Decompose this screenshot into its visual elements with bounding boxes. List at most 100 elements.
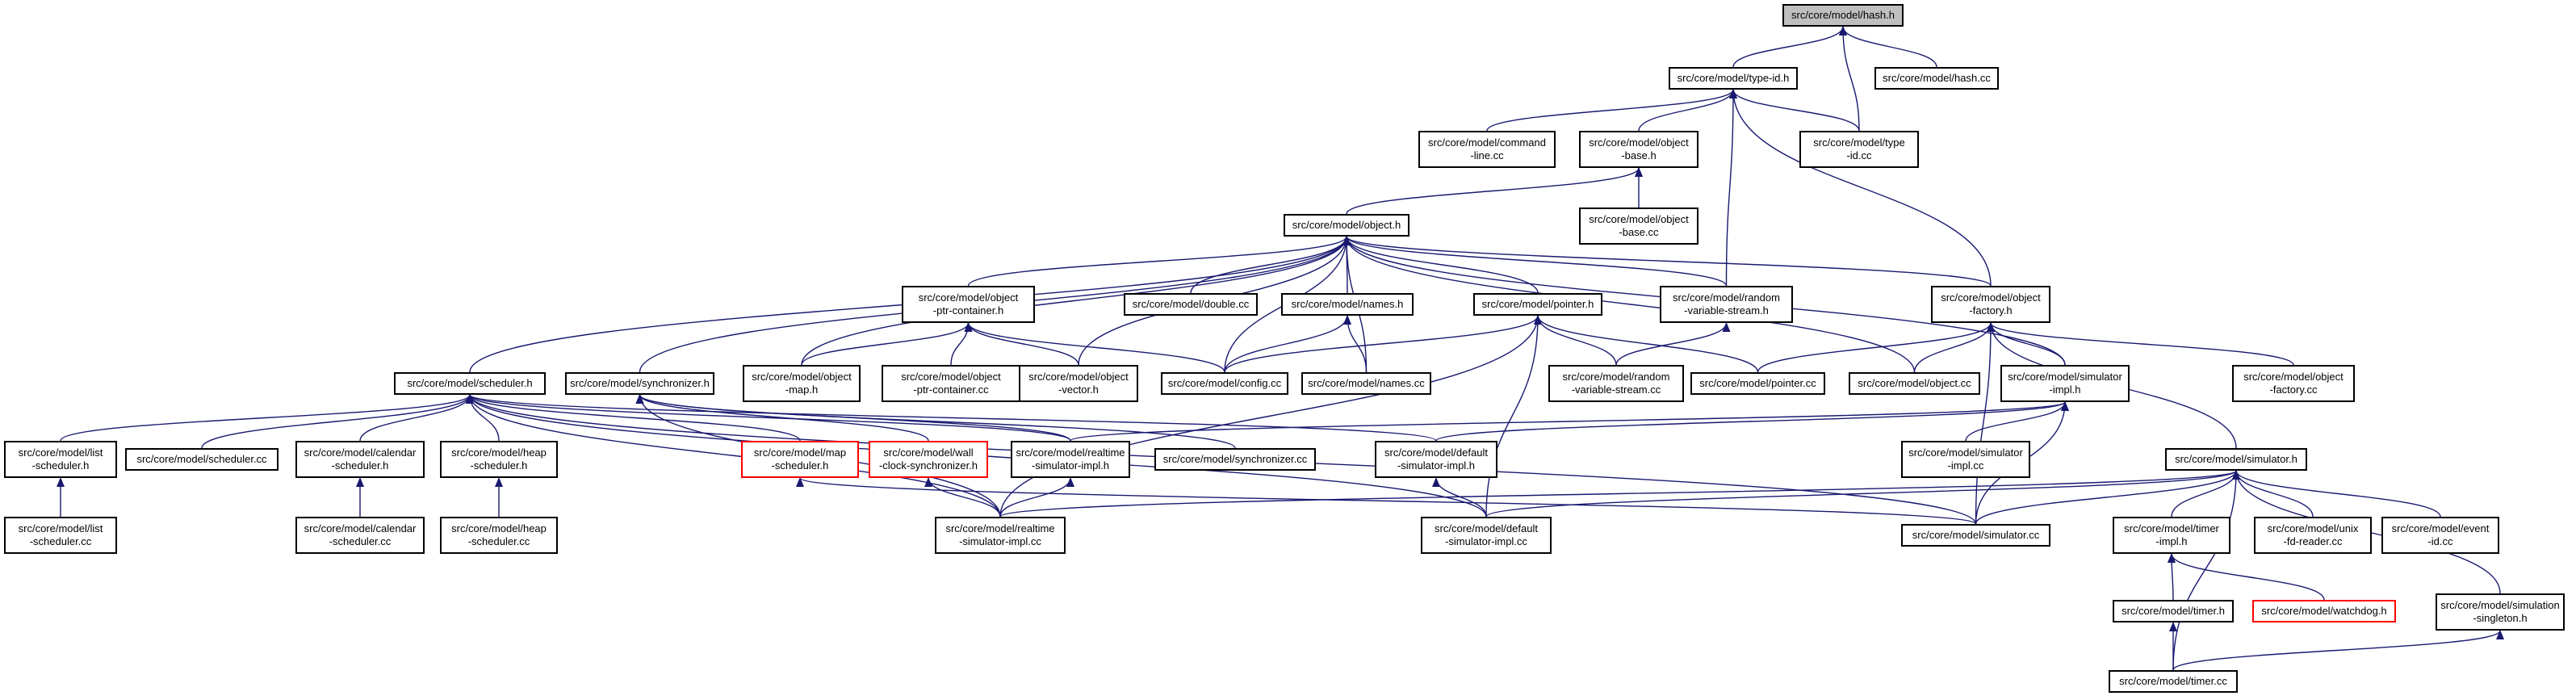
- edge-random-variable-stream-cc-to-random-variable-stream-h: [1615, 322, 1731, 366]
- edge-watchdog-h-to-timer-impl-h: [2168, 553, 2325, 601]
- edge-object-cc-to-object-factory-h: [1913, 322, 1995, 373]
- edge-object-map-h-to-object-h: [801, 236, 1351, 366]
- node-wall-clock-synchronizer-h[interactable]: src/core/model/wall -clock-synchronizer.…: [869, 441, 988, 478]
- edge-object-factory-cc-to-object-factory-h: [1987, 322, 2294, 366]
- node-simulator-impl-h[interactable]: src/core/model/simulator -impl.h: [2000, 365, 2130, 402]
- edge-pointer-cc-to-pointer-h: [1534, 315, 1759, 373]
- edge-default-simulator-impl-cc-to-pointer-h: [1485, 315, 1542, 518]
- node-object-ptr-container-cc[interactable]: src/core/model/object -ptr-container.cc: [882, 365, 1020, 402]
- edge-default-simulator-impl-cc-to-simulator-h: [1485, 470, 2240, 518]
- edge-timer-impl-h-to-simulator-h: [2171, 470, 2240, 518]
- node-simulation-singleton-h[interactable]: src/core/model/simulation -singleton.h: [2436, 593, 2565, 631]
- edge-realtime-simulator-impl-cc-to-pointer-h: [999, 315, 1542, 518]
- edge-names-cc-to-names-h: [1343, 315, 1368, 373]
- node-double-cc[interactable]: src/core/model/double.cc: [1124, 293, 1258, 316]
- node-unix-fd-reader-cc[interactable]: src/core/model/unix -fd-reader.cc: [2254, 517, 2372, 554]
- node-type-id-cc[interactable]: src/core/model/type -id.cc: [1799, 131, 1919, 168]
- node-list-scheduler-cc[interactable]: src/core/model/list -scheduler.cc: [4, 517, 117, 554]
- edge-object-h-to-object-base-h: [1346, 167, 1643, 215]
- edge-object-map-h-to-object-ptr-container-h: [801, 322, 973, 366]
- node-object-factory-h[interactable]: src/core/model/object -factory.h: [1931, 286, 2050, 323]
- node-calendar-scheduler-h[interactable]: src/core/model/calendar -scheduler.h: [295, 441, 425, 478]
- edge-random-variable-stream-cc-to-pointer-h: [1534, 315, 1617, 366]
- edge-default-simulator-impl-h-to-simulator-impl-h: [1435, 401, 2069, 442]
- edge-default-simulator-impl-cc-to-default-simulator-impl-h: [1432, 477, 1487, 518]
- node-pointer-cc[interactable]: src/core/model/pointer.cc: [1690, 372, 1825, 395]
- node-hash-cc[interactable]: src/core/model/hash.cc: [1874, 67, 1999, 90]
- node-default-simulator-impl-h[interactable]: src/core/model/default -simulator-impl.h: [1375, 441, 1497, 478]
- edge-config-cc-to-object-ptr-container-h: [964, 322, 1225, 373]
- edge-object-vector-h-to-object-ptr-container-h: [964, 322, 1079, 366]
- node-realtime-simulator-impl-cc[interactable]: src/core/model/realtime -simulator-impl.…: [935, 517, 1066, 554]
- node-heap-scheduler-h[interactable]: src/core/model/heap -scheduler.h: [440, 441, 558, 478]
- edge-timer-cc-to-simulation-singleton-h: [2172, 630, 2504, 671]
- node-object-map-h[interactable]: src/core/model/object -map.h: [743, 365, 861, 402]
- node-pointer-h[interactable]: src/core/model/pointer.h: [1473, 293, 1602, 316]
- node-config-cc[interactable]: src/core/model/config.cc: [1161, 372, 1288, 395]
- edge-event-id-cc-to-simulator-h: [2232, 470, 2441, 518]
- node-simulator-h[interactable]: src/core/model/simulator.h: [2165, 448, 2307, 471]
- edge-command-line-cc-to-type-id-h: [1486, 89, 1737, 132]
- edge-object-factory-h-to-object-h: [1342, 236, 1992, 287]
- edge-object-factory-h-to-type-id-h: [1729, 89, 1992, 287]
- edge-simulator-cc-to-simulator-h: [1975, 470, 2240, 525]
- edge-map-scheduler-h-to-scheduler-h: [466, 394, 801, 442]
- edge-timer-cc-to-simulator-h: [2172, 470, 2240, 671]
- node-event-id-cc[interactable]: src/core/model/event -id.cc: [2381, 517, 2499, 554]
- edge-pointer-cc-to-object-factory-h: [1757, 322, 1995, 373]
- edge-wall-clock-synchronizer-h-to-synchronizer-h: [635, 394, 929, 442]
- node-map-scheduler-h[interactable]: src/core/model/map -scheduler.h: [741, 441, 859, 478]
- edge-type-id-cc-to-hash-h: [1839, 26, 1860, 132]
- edge-type-id-cc-to-type-id-h: [1729, 89, 1860, 132]
- edge-type-id-h-to-hash-h: [1732, 26, 1847, 68]
- edge-config-cc-to-names-h: [1224, 315, 1351, 373]
- node-scheduler-cc[interactable]: src/core/model/scheduler.cc: [125, 448, 279, 471]
- edge-list-scheduler-h-to-scheduler-h: [60, 394, 474, 442]
- edge-simulator-cc-to-map-scheduler-h: [796, 477, 1977, 525]
- node-simulator-impl-cc[interactable]: src/core/model/simulator -impl.cc: [1901, 441, 2030, 478]
- edge-object-ptr-container-cc-to-object-ptr-container-h: [950, 322, 973, 366]
- edge-calendar-scheduler-h-to-scheduler-h: [359, 394, 474, 442]
- node-timer-cc[interactable]: src/core/model/timer.cc: [2109, 670, 2238, 693]
- node-object-base-h[interactable]: src/core/model/object -base.h: [1579, 131, 1698, 168]
- node-command-line-cc[interactable]: src/core/model/command -line.cc: [1418, 131, 1556, 168]
- node-realtime-simulator-impl-h[interactable]: src/core/model/realtime -simulator-impl.…: [1011, 441, 1130, 478]
- edge-hash-cc-to-hash-h: [1839, 26, 1937, 68]
- edge-object-cc-to-object-h: [1342, 236, 1916, 373]
- edge-realtime-simulator-impl-h-to-scheduler-h: [466, 394, 1071, 442]
- node-names-cc[interactable]: src/core/model/names.cc: [1301, 372, 1431, 395]
- node-synchronizer-cc[interactable]: src/core/model/synchronizer.cc: [1154, 448, 1316, 471]
- node-synchronizer-h[interactable]: src/core/model/synchronizer.h: [565, 372, 714, 395]
- edge-realtime-simulator-impl-cc-to-scheduler-h: [466, 394, 1001, 518]
- node-heap-scheduler-cc[interactable]: src/core/model/heap -scheduler.cc: [440, 517, 558, 554]
- node-random-variable-stream-cc[interactable]: src/core/model/random -variable-stream.c…: [1548, 365, 1684, 402]
- edge-realtime-simulator-impl-h-to-simulator-impl-h: [1070, 401, 2069, 442]
- node-object-base-cc[interactable]: src/core/model/object -base.cc: [1579, 207, 1698, 245]
- edge-default-simulator-impl-h-to-scheduler-h: [466, 394, 1437, 442]
- edge-object-base-h-to-type-id-h: [1638, 89, 1737, 132]
- node-default-simulator-impl-cc[interactable]: src/core/model/default -simulator-impl.c…: [1421, 517, 1552, 554]
- edge-double-cc-to-object-h: [1190, 236, 1351, 294]
- node-type-id-h[interactable]: src/core/model/type-id.h: [1669, 67, 1798, 90]
- node-watchdog-h[interactable]: src/core/model/watchdog.h: [2252, 600, 2396, 622]
- node-random-variable-stream-h[interactable]: src/core/model/random -variable-stream.h: [1660, 286, 1793, 323]
- node-simulator-cc[interactable]: src/core/model/simulator.cc: [1901, 524, 2050, 547]
- node-object-ptr-container-h[interactable]: src/core/model/object -ptr-container.h: [902, 286, 1035, 323]
- node-object-h[interactable]: src/core/model/object.h: [1284, 214, 1409, 237]
- edge-realtime-simulator-impl-cc-to-wall-clock-synchronizer-h: [924, 477, 1001, 518]
- node-list-scheduler-h[interactable]: src/core/model/list -scheduler.h: [4, 441, 117, 478]
- node-timer-impl-h[interactable]: src/core/model/timer -impl.h: [2113, 517, 2230, 554]
- node-scheduler-h[interactable]: src/core/model/scheduler.h: [394, 372, 546, 395]
- node-object-vector-h[interactable]: src/core/model/object -vector.h: [1019, 365, 1138, 402]
- node-hash-h[interactable]: src/core/model/hash.h: [1782, 4, 1904, 27]
- edge-realtime-simulator-impl-cc-to-simulator-h: [999, 470, 2240, 518]
- node-names-h[interactable]: src/core/model/names.h: [1281, 293, 1414, 316]
- node-object-factory-cc[interactable]: src/core/model/object -factory.cc: [2232, 365, 2355, 402]
- node-timer-h[interactable]: src/core/model/timer.h: [2113, 600, 2234, 622]
- node-object-cc[interactable]: src/core/model/object.cc: [1849, 372, 1980, 395]
- edge-simulator-cc-to-object-factory-h: [1975, 322, 1995, 525]
- edge-simulator-impl-cc-to-simulator-impl-h: [1965, 401, 2069, 442]
- node-calendar-scheduler-cc[interactable]: src/core/model/calendar -scheduler.cc: [295, 517, 425, 554]
